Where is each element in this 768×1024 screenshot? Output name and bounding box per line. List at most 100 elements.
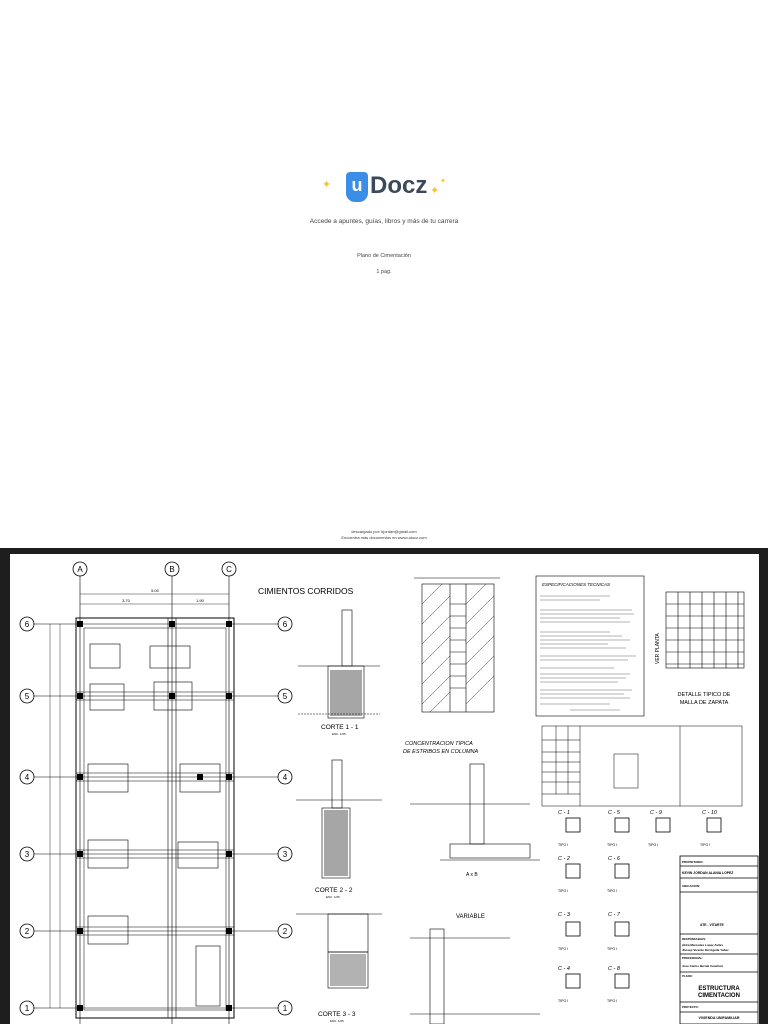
- axis-label-6-right: 6: [283, 620, 288, 629]
- label-professional: PROFESIONAL:: [682, 956, 703, 960]
- axis-bubble-a: [72, 561, 88, 577]
- column-marks: [77, 621, 232, 1011]
- axis-label-4: 4: [25, 773, 30, 782]
- plan-grid: [32, 576, 278, 1024]
- plan-title-line2: CIMENTACION: [698, 993, 740, 999]
- axis-bubble-c: [221, 561, 237, 577]
- label-plan: PLANO:: [682, 974, 693, 978]
- stirrup-title-1: CONCENTRACION TIPICA: [405, 741, 473, 747]
- section-cut-2-scale: ESC. 1/25: [326, 895, 340, 899]
- column-type-c9: TIPO I: [648, 843, 658, 847]
- column-label-c1: C - 1: [558, 810, 570, 816]
- location-value: ATE - VITARTE: [700, 923, 725, 927]
- column-type-c4: TIPO I: [558, 999, 568, 1003]
- axis-label-5: 5: [25, 692, 30, 701]
- column-sections: [565, 817, 722, 989]
- project-name: VIVIENDA UNIFAMILIAR: [699, 1016, 740, 1020]
- logo-wordmark: Docz: [370, 172, 428, 199]
- label-owner: PROPIETARIO:: [682, 860, 703, 864]
- axis-bubble-4-right: [277, 769, 293, 785]
- axis-bubble-1-right: [277, 1000, 293, 1016]
- section-cut-3: [296, 913, 382, 989]
- label-designers: RESPONSABLES:: [682, 937, 706, 941]
- owner-name: KEVIN JORDAN ALANIA LOPEZ: [682, 871, 733, 875]
- designer-1: Akira Mercedes Lopez Aviles: [682, 943, 723, 947]
- designer-2: Jhosep Vicente Del Aguila Yañez: [682, 948, 729, 952]
- axis-label-1-right: 1: [283, 1004, 288, 1013]
- column-label-c7: C - 7: [608, 912, 621, 918]
- section-cut-1-scale: ESC. 1/25: [332, 732, 346, 736]
- sparkle-icon: ✦: [440, 178, 446, 185]
- column-type-c6: TIPO I: [607, 889, 617, 893]
- axis-label-2-right: 2: [283, 927, 288, 936]
- mesh-detail: [665, 591, 745, 669]
- specs-text-lines: [540, 595, 636, 711]
- sparkle-icon: ✦: [322, 179, 332, 191]
- cover-page: ✦ u Docz ✦ ✦ Accede a apuntes, guías, li…: [309, 170, 459, 540]
- axis-label-5-right: 5: [283, 692, 288, 701]
- axis-label-a: A: [77, 565, 83, 574]
- more-docs-link[interactable]: Encuentra más documentos en www.udocz.co…: [341, 535, 427, 540]
- axis-bubble-6-right: [277, 616, 293, 632]
- column-label-c8: C - 8: [608, 966, 621, 972]
- professional-name: Jose Carlos Bernal Canchari: [682, 964, 723, 968]
- dimension-a-b: 3.70: [122, 598, 131, 603]
- footing-dimension: A x B: [466, 872, 478, 878]
- variable-section: [410, 928, 540, 1024]
- stirrup-title-2: DE ESTRIBOS EN COLUMNA: [403, 749, 479, 755]
- axis-label-c: C: [226, 565, 232, 574]
- axis-bubble-b: [164, 561, 180, 577]
- section-title: CIMIENTOS CORRIDOS: [258, 586, 354, 596]
- axis-bubble-6: [19, 616, 35, 632]
- footing-section: [410, 763, 540, 861]
- dimension-b-c: 1.90: [196, 598, 205, 603]
- column-schedule-table: [541, 725, 743, 807]
- column-type-c10: TIPO I: [700, 843, 710, 847]
- axis-bubble-2-right: [277, 923, 293, 939]
- drawing-sheet: A B C 6 5 4 3 2 1 6 5 4 3 2 1 5.00 3.70 …: [0, 548, 768, 1024]
- column-elevation: [414, 577, 500, 713]
- section-cut-2: [296, 759, 382, 879]
- sparkle-icon: ✦: [430, 185, 440, 197]
- title-block: [679, 855, 759, 1024]
- plan-title-line1: ESTRUCTURA: [698, 986, 740, 992]
- tagline: Accede a apuntes, guías, libros y más de…: [309, 218, 459, 225]
- section-cut-1: [298, 609, 380, 719]
- axis-label-1: 1: [25, 1004, 30, 1013]
- axis-bubble-5: [19, 688, 35, 704]
- axis-bubble-5-right: [277, 688, 293, 704]
- see-plan-label: VER PLANTA: [655, 633, 661, 664]
- column-label-c5: C - 5: [608, 810, 621, 816]
- udocz-logo[interactable]: ✦ u Docz ✦ ✦: [322, 170, 446, 210]
- axis-label-4-right: 4: [283, 773, 288, 782]
- hatch-left: [421, 583, 495, 713]
- foundation-plan-drawing: A B C 6 5 4 3 2 1 6 5 4 3 2 1 5.00 3.70 …: [19, 561, 759, 1024]
- label-project: PROYECTO:: [682, 1005, 699, 1009]
- drawing-frame: A B C 6 5 4 3 2 1 6 5 4 3 2 1 5.00 3.70 …: [10, 554, 759, 1024]
- specs-title: ESPECIFICACIONES TECNICAS: [542, 582, 610, 587]
- axis-label-b: B: [169, 565, 174, 574]
- column-label-c6: C - 6: [608, 856, 621, 862]
- column-label-c2: C - 2: [558, 856, 570, 862]
- column-label-c3: C - 3: [558, 912, 571, 918]
- axis-bubble-4: [19, 769, 35, 785]
- variable-label: VARIABLE: [456, 914, 485, 920]
- document-title: Plano de Cimentación: [357, 253, 411, 259]
- section-cut-2-title: CORTE 2 - 2: [315, 887, 353, 894]
- page-count: 1 pag.: [376, 269, 392, 275]
- axis-bubble-3-right: [277, 846, 293, 862]
- axis-label-2: 2: [25, 927, 30, 936]
- axis-bubble-2: [19, 923, 35, 939]
- axis-label-6: 6: [25, 620, 30, 629]
- column-type-c2: TIPO I: [558, 889, 568, 893]
- label-location: UBICACION:: [682, 884, 700, 888]
- specs-box: [535, 575, 645, 717]
- axis-label-3: 3: [25, 850, 30, 859]
- section-cut-3-scale: ESC. 1/25: [330, 1019, 344, 1023]
- column-type-c3: TIPO I: [558, 947, 568, 951]
- axis-bubble-1: [19, 1000, 35, 1016]
- section-cut-1-title: CORTE 1 - 1: [321, 724, 359, 731]
- mesh-detail-title-2: MALLA DE ZAPATA: [680, 700, 729, 706]
- logo-mark: u: [346, 172, 368, 202]
- axis-label-3-right: 3: [283, 850, 288, 859]
